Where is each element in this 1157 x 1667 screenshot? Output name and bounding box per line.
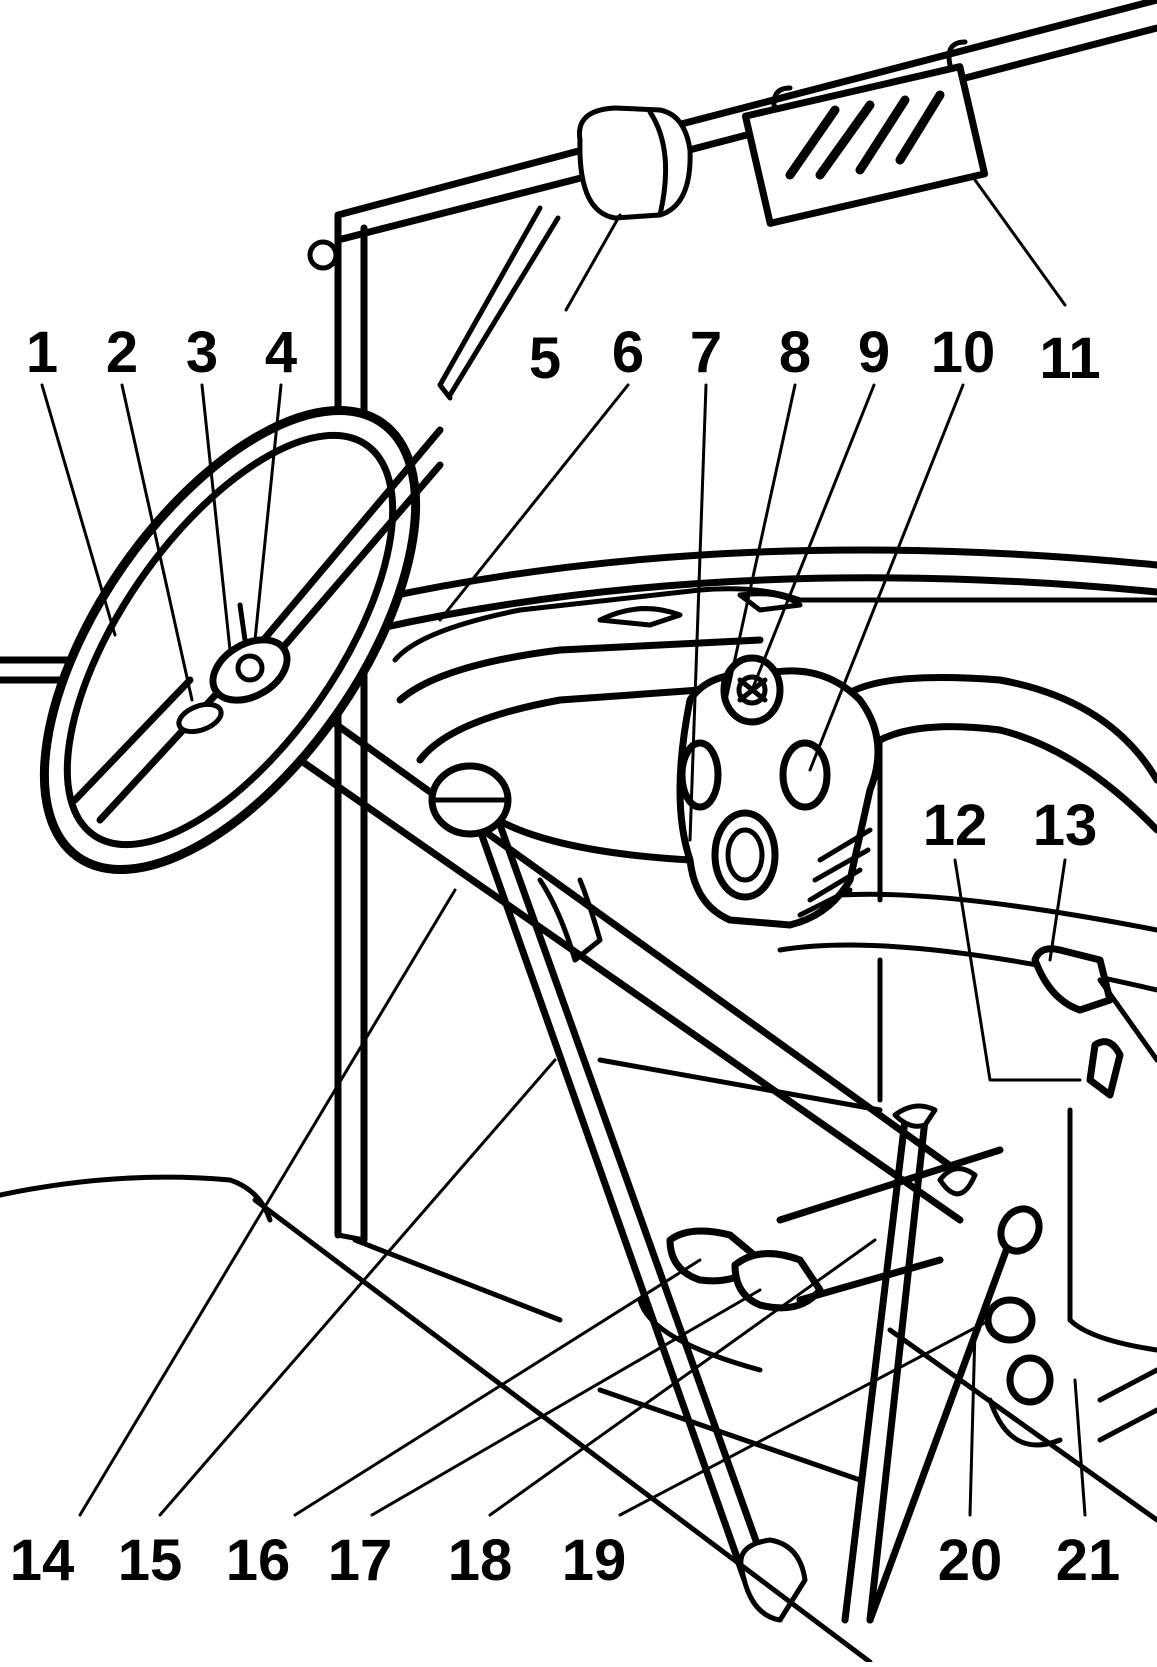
callout-5: 5 — [529, 326, 561, 391]
callout-6: 6 — [612, 320, 644, 385]
callout-8: 8 — [779, 320, 811, 385]
callout-labels: 1 2 3 4 5 6 7 8 9 10 11 12 13 14 15 16 1… — [10, 320, 1121, 1593]
callout-2: 2 — [106, 320, 138, 385]
callout-1: 1 — [26, 320, 58, 385]
callout-18: 18 — [448, 1528, 513, 1593]
leader-line-11 — [973, 178, 1067, 307]
callout-16: 16 — [226, 1528, 291, 1593]
leader-line-9 — [750, 383, 876, 692]
callout-17: 17 — [328, 1528, 393, 1593]
leader-line-6 — [438, 383, 630, 622]
rearview-mirror — [741, 39, 989, 227]
leader-line-3 — [200, 383, 232, 652]
leader-line-4 — [253, 383, 283, 642]
leader-line-21 — [1073, 1378, 1087, 1517]
leader-line-16 — [293, 1258, 702, 1517]
callout-20: 20 — [938, 1528, 1003, 1593]
callout-14: 14 — [10, 1528, 75, 1593]
leader-line-13 — [1048, 858, 1067, 962]
leader-line-7 — [688, 383, 708, 842]
leader-lines — [40, 178, 1087, 1517]
floor-pedal-linkage — [637, 1146, 1043, 1624]
right-side-controls — [984, 945, 1157, 1448]
wiper-assembly — [437, 105, 693, 401]
callout-19: 19 — [562, 1528, 627, 1593]
leader-line-5 — [564, 213, 622, 312]
callout-4: 4 — [265, 320, 297, 385]
leader-line-1 — [40, 383, 117, 637]
leader-line-15 — [158, 1058, 557, 1517]
leader-line-20 — [968, 1328, 977, 1517]
callout-9: 9 — [858, 320, 890, 385]
leader-line-14 — [78, 888, 457, 1517]
leader-line-12 — [953, 858, 1082, 1082]
leader-line-18 — [488, 1238, 877, 1517]
handbrake-lever — [841, 1103, 938, 1624]
leader-line-19 — [618, 1318, 992, 1517]
callout-3: 3 — [186, 320, 218, 385]
callout-7: 7 — [690, 320, 722, 385]
callout-10: 10 — [931, 320, 996, 385]
callout-11: 11 — [1039, 326, 1100, 391]
callout-12: 12 — [923, 793, 988, 858]
callout-13: 13 — [1033, 793, 1098, 858]
leader-line-17 — [370, 1288, 762, 1517]
leader-line-10 — [808, 383, 965, 772]
callout-15: 15 — [118, 1528, 183, 1593]
callout-21: 21 — [1056, 1528, 1121, 1593]
leader-line-2 — [120, 383, 194, 702]
leader-line-8 — [724, 383, 797, 702]
instrument-cluster — [676, 654, 882, 929]
